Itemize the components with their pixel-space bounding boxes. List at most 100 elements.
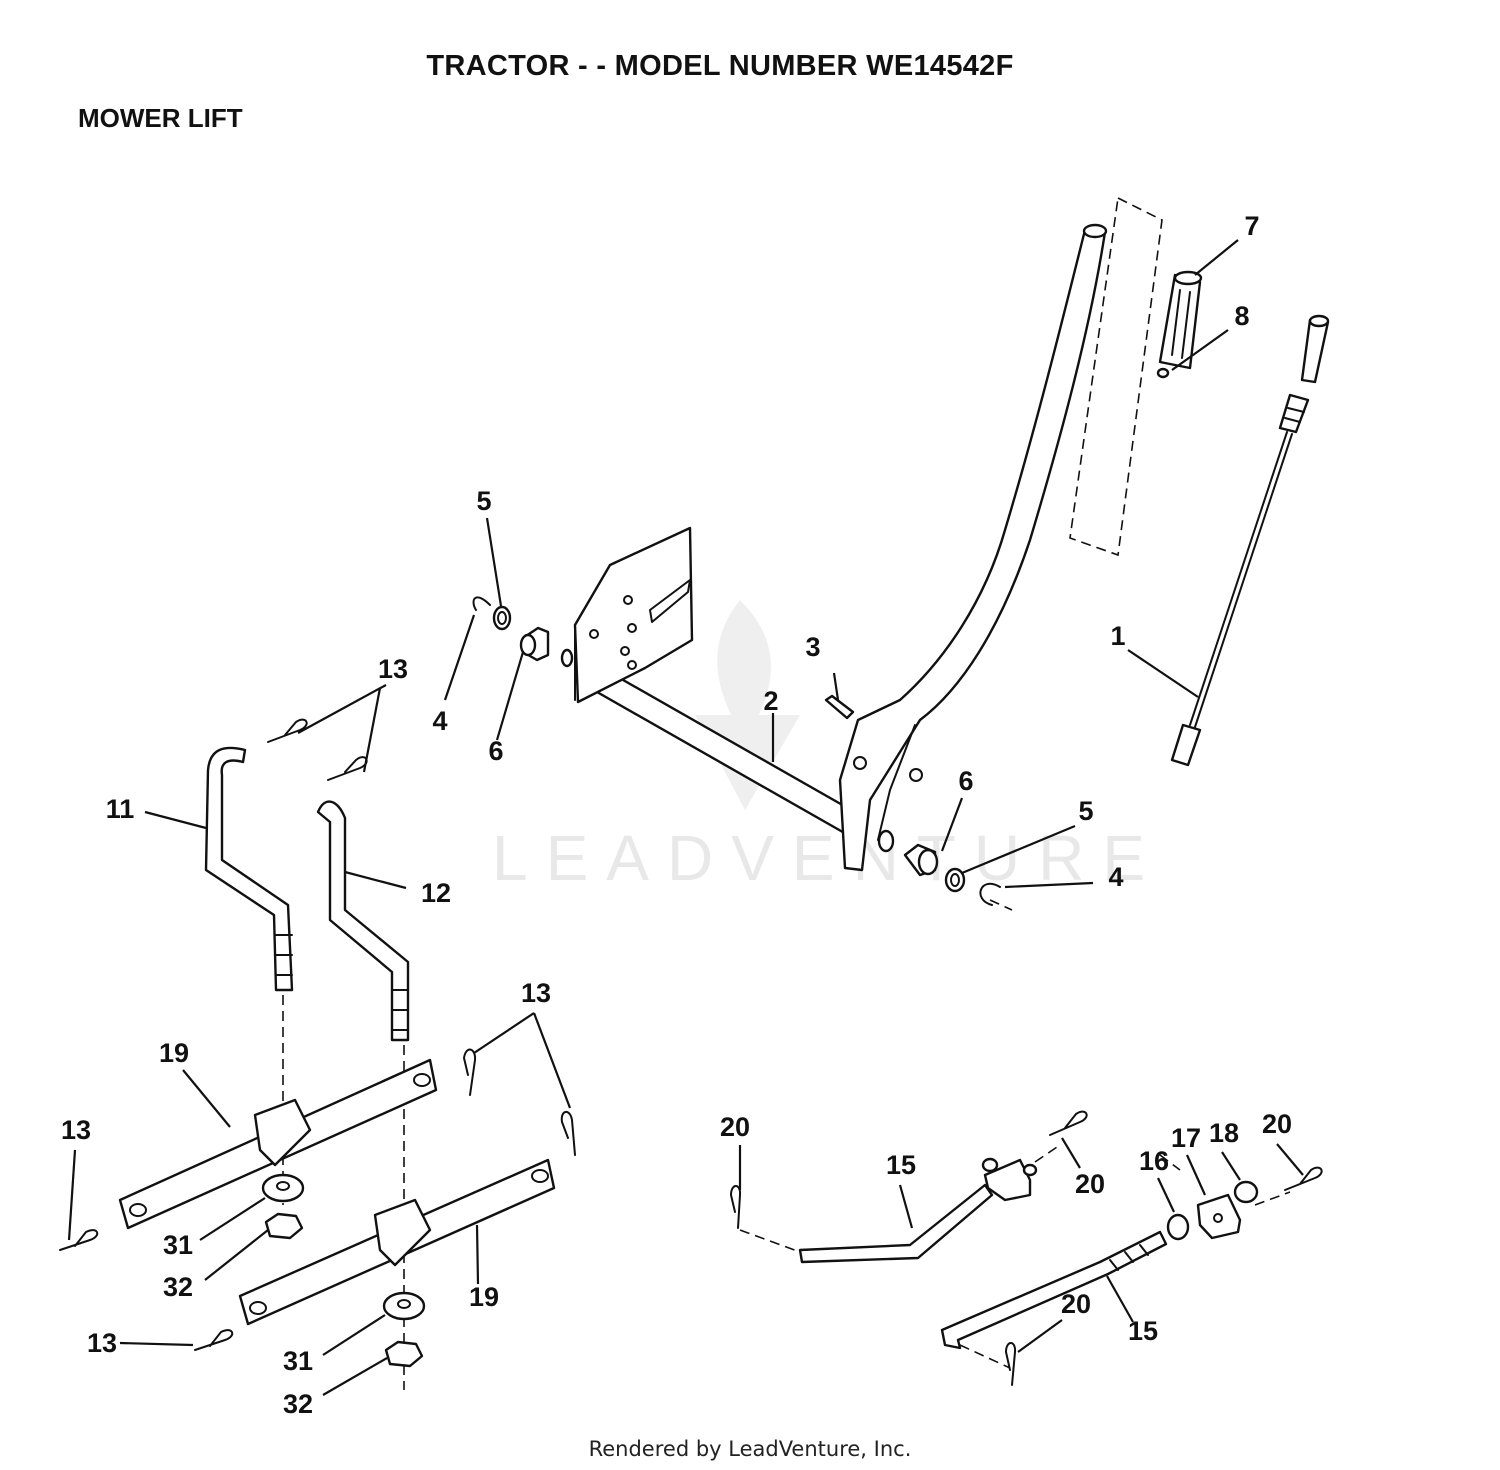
- lever-hole: [909, 768, 923, 782]
- spacer-lower-hole: [397, 1299, 411, 1309]
- lift-plate-body: [573, 526, 694, 704]
- callout-13-top: 13: [378, 654, 408, 684]
- clip-13: [463, 1048, 477, 1096]
- callout-19-upper: 19: [159, 1038, 189, 1068]
- guide-line: [1159, 1154, 1181, 1171]
- callout-20-right: 20: [1262, 1109, 1292, 1139]
- callout-6-left: 6: [488, 736, 503, 766]
- page-title: TRACTOR - - MODEL NUMBER WE14542F: [426, 50, 1014, 82]
- part-3-pin: [824, 694, 855, 720]
- callout-12: 12: [421, 878, 451, 908]
- plate-hole: [589, 629, 599, 639]
- grip-plug: [1156, 367, 1170, 379]
- nut-upper: [264, 1212, 304, 1240]
- callout-18: 18: [1209, 1118, 1239, 1148]
- clip-20: [730, 1185, 742, 1229]
- clip-20: [1284, 1166, 1323, 1191]
- callout-20-middle: 20: [1075, 1169, 1105, 1199]
- hairpin-clip-left: [472, 596, 491, 611]
- callout-labels: 1 2 3 4 4 5 5 6 6 7 8 11 12 13 13 13 13 …: [61, 211, 1292, 1419]
- grip-top: [1173, 270, 1203, 286]
- clip-13: [59, 1229, 99, 1251]
- washer-left-hole: [497, 611, 507, 625]
- rod-knob: [1300, 318, 1330, 384]
- shaft-end: [877, 829, 895, 853]
- callout-19-lower: 19: [469, 1282, 499, 1312]
- callout-2: 2: [763, 686, 778, 716]
- rod-end: [1170, 723, 1202, 767]
- washer-right-hole: [950, 873, 960, 887]
- spacer-upper: [261, 1173, 305, 1203]
- callout-8: 8: [1234, 301, 1249, 331]
- lift-plate: [560, 526, 694, 704]
- handle-grip: [1156, 270, 1203, 379]
- spring-coil: [1284, 417, 1301, 423]
- left-hardware: [472, 596, 550, 662]
- bushing-right-face: [917, 848, 939, 876]
- adjuster-rod-upper: [798, 1183, 994, 1264]
- jam-nut: [1166, 1213, 1190, 1241]
- adjuster-rods: [798, 1157, 1259, 1350]
- callout-6-right: 6: [958, 766, 973, 796]
- callout-17: 17: [1171, 1123, 1201, 1153]
- block-nut: [1022, 1163, 1038, 1177]
- nut-lower: [384, 1340, 424, 1368]
- clip-13: [327, 756, 368, 781]
- arm-hole: [413, 1073, 431, 1087]
- hairpin-clips: [59, 718, 1323, 1386]
- guide-line: [989, 899, 1013, 911]
- plate-hole: [623, 595, 633, 605]
- footer-credit: Rendered by LeadVenture, Inc.: [588, 1437, 912, 1461]
- lever-tube-end: [1082, 223, 1108, 239]
- rod-spring: [1278, 393, 1310, 434]
- thread: [1109, 1259, 1119, 1271]
- arm-hole: [249, 1301, 267, 1315]
- right-hardware: [903, 843, 1001, 906]
- callout-7: 7: [1244, 211, 1259, 241]
- roll-pin: [824, 694, 855, 720]
- guide-line: [1254, 1191, 1291, 1206]
- handle-outline-guide: [1069, 196, 1163, 557]
- callout-4-right: 4: [1108, 862, 1123, 892]
- callout-20-left: 20: [720, 1112, 750, 1142]
- guide-line: [959, 1344, 1011, 1369]
- arm-hole: [129, 1203, 147, 1217]
- callout-4-left: 4: [432, 706, 447, 736]
- plate-slot: [649, 579, 691, 623]
- spacer-lower: [382, 1291, 426, 1321]
- grip-ridge: [1171, 289, 1181, 356]
- clip-13: [194, 1329, 234, 1351]
- callout-5-right: 5: [1078, 796, 1093, 826]
- plate-stub: [560, 648, 574, 668]
- lift-link-right: [316, 800, 410, 1042]
- rod-knob-top: [1308, 314, 1330, 328]
- lever-hole: [853, 756, 867, 770]
- callout-11: 11: [106, 794, 135, 824]
- clip-20: [1049, 1110, 1088, 1136]
- watermark-text: LEADVENTURE: [492, 822, 1163, 894]
- callout-1: 1: [1110, 621, 1125, 651]
- block-nut: [981, 1157, 999, 1173]
- callout-13-bottom: 13: [87, 1328, 117, 1358]
- hairpin-clip-right: [979, 882, 1001, 906]
- callout-15-upper: 15: [886, 1150, 916, 1180]
- callout-16: 16: [1139, 1146, 1169, 1176]
- adjuster-nut: [1233, 1180, 1259, 1204]
- plate-hole: [620, 646, 630, 656]
- callout-31-lower: 31: [283, 1346, 313, 1376]
- section-title: MOWER LIFT: [78, 103, 243, 133]
- washer-right: [944, 867, 966, 893]
- adjuster-block-lower: [1196, 1193, 1242, 1240]
- adjuster-block-upper: [983, 1158, 1032, 1202]
- lift-lever: [838, 223, 1108, 872]
- lift-arms: [118, 1058, 556, 1326]
- spacer-upper-hole: [276, 1181, 290, 1191]
- clip-13: [267, 718, 308, 743]
- callout-32-lower: 32: [283, 1389, 313, 1419]
- callout-20-bottom: 20: [1061, 1289, 1091, 1319]
- guide-line: [1034, 1144, 1061, 1163]
- lift-link-left: [204, 746, 294, 992]
- thread: [1124, 1251, 1134, 1263]
- rod-shaft: [1189, 431, 1288, 726]
- guide-line: [739, 1229, 801, 1253]
